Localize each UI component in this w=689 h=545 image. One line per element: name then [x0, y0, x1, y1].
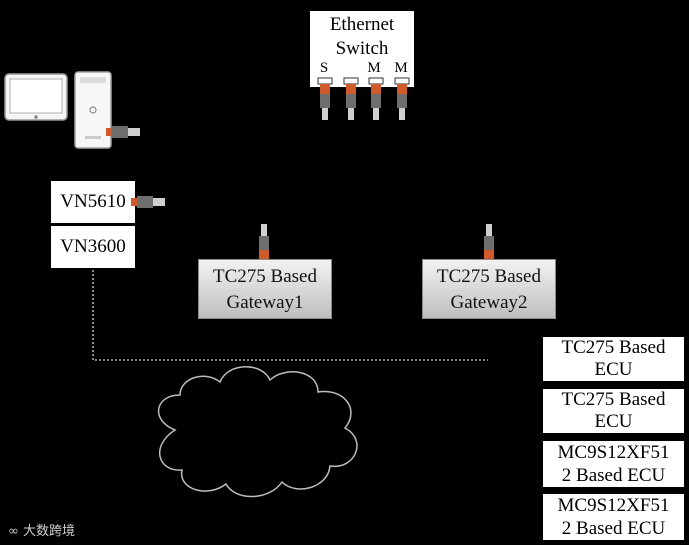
- switch-port-m-1: M: [367, 60, 381, 76]
- vn5610-label: VN5610: [60, 191, 126, 212]
- ecu-box-1: TC275 Based ECU: [543, 337, 684, 381]
- watermark-text: 大数跨境: [22, 524, 75, 539]
- laptop-icon: [4, 73, 68, 121]
- ecu2-line2: ECU: [594, 411, 633, 432]
- ecu-box-3: MC9S12XF51 2 Based ECU: [543, 441, 684, 487]
- vn3600-box: VN3600: [51, 226, 135, 268]
- ethernet-plug-icon: [106, 126, 140, 138]
- ecu1-line1: TC275 Based: [561, 337, 666, 358]
- switch-port-cables: [317, 77, 410, 120]
- vn5610-box: VN5610: [51, 181, 135, 223]
- ecu4-line2: 2 Based ECU: [561, 518, 666, 539]
- watermark: ∞ 大数跨境: [8, 520, 75, 539]
- gateway2-line2: Gateway2: [450, 292, 528, 313]
- vn3600-label: VN3600: [60, 236, 126, 257]
- gateway2-box: TC275 Based Gateway2: [422, 259, 556, 319]
- can-bus-line: [92, 270, 488, 361]
- switch-title-line1: Ethernet: [329, 14, 395, 35]
- ethernet-plug-icon: [484, 224, 494, 260]
- ethernet-switch: Ethernet Switch: [310, 11, 414, 87]
- network-cloud: [157, 366, 358, 498]
- ecu1-line2: ECU: [594, 359, 633, 380]
- ecu2-line1: TC275 Based: [561, 389, 666, 410]
- gateway1-box: TC275 Based Gateway1: [198, 259, 332, 319]
- ecu4-line1: MC9S12XF51: [557, 495, 670, 516]
- desktop-tower-icon: [74, 71, 112, 149]
- switch-port-s: S: [319, 60, 329, 76]
- switch-port-m-2: M: [394, 60, 408, 76]
- ethernet-plug-icon: [131, 196, 165, 208]
- switch-title-line2: Switch: [335, 38, 389, 59]
- gateway2-line1: TC275 Based: [437, 266, 541, 287]
- watermark-logo-icon: ∞: [8, 524, 19, 539]
- ethernet-plug-icon: [259, 224, 269, 260]
- ecu-box-4: MC9S12XF51 2 Based ECU: [543, 494, 684, 540]
- ecu3-line2: 2 Based ECU: [561, 465, 666, 486]
- ecu3-line1: MC9S12XF51: [557, 442, 670, 463]
- gateway1-line1: TC275 Based: [213, 266, 317, 287]
- ecu-box-2: TC275 Based ECU: [543, 389, 684, 433]
- gateway1-line2: Gateway1: [226, 292, 304, 313]
